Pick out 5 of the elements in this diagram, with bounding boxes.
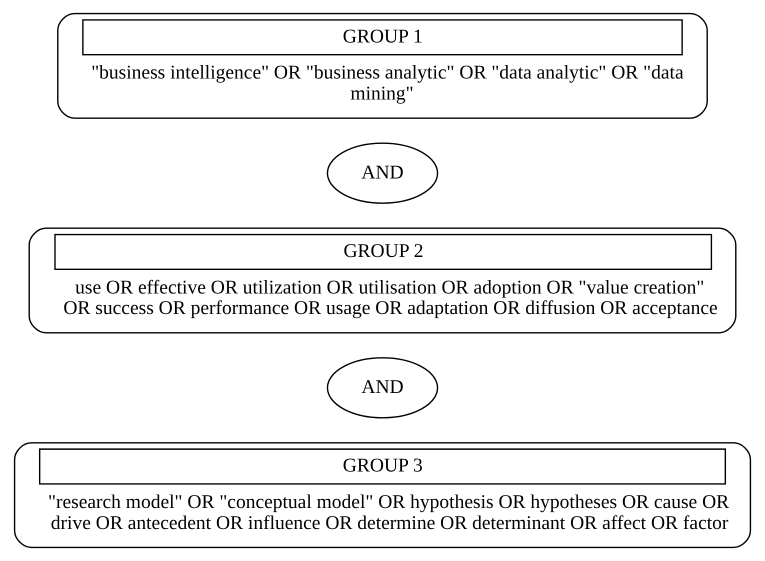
node-box: GROUP 1 "business intelligence" OR "business analytic" OR "data analytic" OR "data mining"	[57, 12, 708, 119]
node-box: GROUP 3 "research model" OR "conceptual model" OR hypothesis OR hypotheses OR cause OR drive OR antecedent OR influence OR determine OR determinant OR affect OR factor	[14, 442, 752, 548]
node-ellipse: AND	[326, 142, 438, 204]
node-box: GROUP 2 use OR effective OR utilization OR utilisation OR adoption OR "value creation" OR success OR performance OR usage OR adaptation OR diffusion OR acceptance	[28, 228, 736, 334]
node-ellipse: AND	[326, 357, 438, 418]
